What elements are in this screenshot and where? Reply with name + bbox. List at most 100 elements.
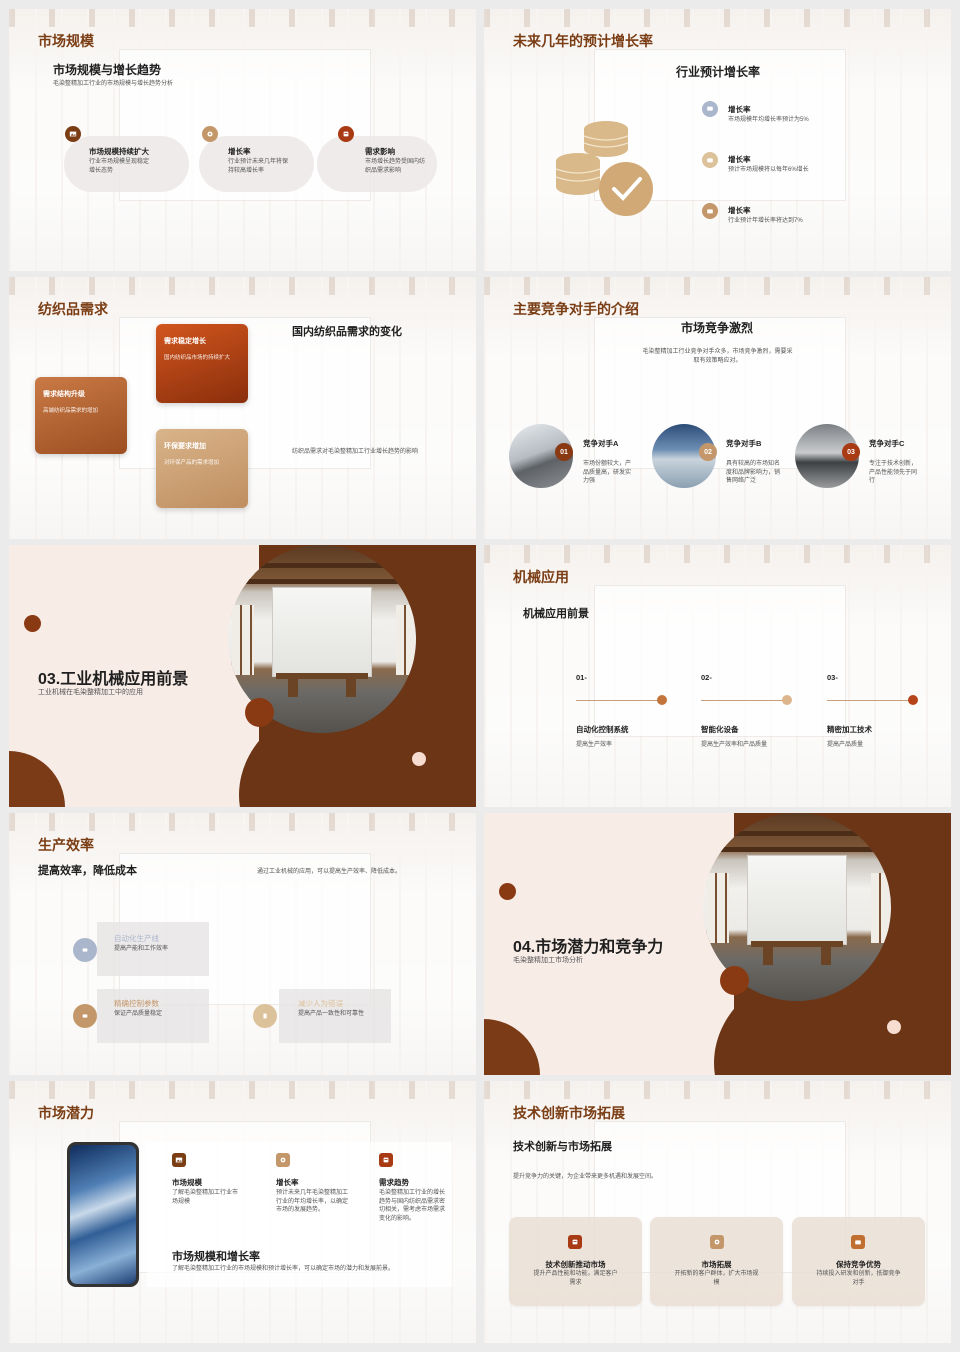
competitor-title: 竞争对手B [726,439,762,448]
deco-dot [245,698,274,727]
step-desc: 提高生产效率 [576,742,613,748]
deco-dot [499,883,516,900]
feature-card [792,1217,925,1306]
slide-section-03: 03.工业机械应用前景 工业机械在毛染整精加工中的应用 [9,545,476,807]
slide-textile-demand: 纺织品需求 国内纺织品需求的变化 纺织品需求对毛染整精加工行业增长趋势的影响 需… [9,277,476,539]
slide-title: 未来几年的预计增长率 [513,33,653,49]
card-title: 环保要求增加 [164,443,206,450]
competitor-title: 竞争对手C [869,439,905,448]
timeline-line [701,700,789,701]
card-desc: 高端纺织品需求的增加 [43,408,99,414]
timeline-dot [908,695,918,705]
item-title: 市场规模 [172,1178,202,1187]
slide-desc: 提升竞争力的关键，为企业带来更多机遇和发展空间。 [513,1174,658,1180]
folder-icon [702,203,718,219]
deco-dot [24,615,41,632]
demand-card: 环保要求增加 对环保产品的需求增加 [156,429,248,508]
slide-title: 市场潜力 [38,1105,94,1121]
slide-title: 生产效率 [38,837,94,853]
slide-heading: 行业预计增长率 [676,65,761,79]
image-icon [65,126,81,142]
deco-quarter [9,751,65,807]
slide-heading: 市场规模和增长率 [172,1251,260,1263]
coins-icon [555,121,653,216]
background-room [484,9,951,271]
step-title: 自动化控制系统 [576,725,629,734]
deco-dot [720,966,749,995]
slide-efficiency: 生产效率 提高效率，降低成本 通过工业机械的应用，可以提高生产效率、降低成本。 … [9,813,476,1075]
item-box [97,922,209,976]
card-desc: 开拓新的客户群体，扩大市场规模 [674,1271,759,1286]
phone-mockup [67,1142,139,1287]
step-number: 03- [827,673,838,682]
item-pill [64,136,189,192]
item-title: 增长率 [728,206,751,215]
card-title: 技术创新推动市场 [545,1260,606,1269]
demand-card: 需求结构升级 高端纺织品需求的增加 [35,377,127,454]
file-icon [253,1004,277,1028]
item-title: 自动化生产线 [114,934,159,943]
competitor-title: 竞争对手A [583,439,619,448]
slide-innovation: 技术创新市场拓展 技术创新与市场拓展 提升竞争力的关键，为企业带来更多机遇和发展… [484,1081,951,1343]
slide-desc: 通过工业机械的应用，可以提高生产效率、降低成本。 [257,869,402,875]
item-pill [199,136,314,192]
feature-card [509,1217,642,1306]
item-title: 精确控制参数 [114,999,159,1008]
card-desc: 对环保产品的需求增加 [164,460,220,466]
item-box [97,989,209,1043]
item-title: 需求趋势 [379,1178,409,1187]
slide-heading: 提高效率，降低成本 [38,865,137,877]
section-subtitle: 工业机械在毛染整精加工中的应用 [38,689,143,696]
deco-dot [412,752,426,766]
timeline-dot [657,695,667,705]
item-desc: 市场规模年均增长率预计为5% [728,117,809,123]
item-pill [317,136,437,192]
section-title: 03.工业机械应用前景 [38,671,189,688]
item-desc: 行业预计未来几年将保持较高增长率 [228,159,289,174]
card-desc: 持续投入研发和创新，抵御竞争对手 [816,1271,901,1286]
card-title: 保持竞争优势 [836,1260,881,1269]
room-photo [228,545,416,733]
section-title: 04.市场潜力和竞争力 [513,939,664,956]
slide-market-potential: 市场潜力 市场规模 了解毛染整精加工行业市场规模 增长率 预计未来几年毛染整精加… [9,1081,476,1343]
deco-dot [887,1020,901,1034]
item-title: 市场规模持续扩大 [89,147,149,156]
item-title: 需求影响 [365,147,395,156]
demand-card: 需求稳定增长 国内纺织品市场的持续扩大 [156,324,248,403]
card-desc: 提升产品性能和功能，满足客户需求 [533,1271,618,1286]
document-icon [338,126,354,142]
slide-heading: 技术创新与市场拓展 [513,1141,612,1153]
gear-icon [202,126,218,142]
number-badge: 01 [555,443,573,461]
item-desc: 市场增长趋势受国内纺织品需求影响 [365,159,426,174]
slide-machinery: 机械应用 机械应用前景 01- 自动化控制系统 提高生产效率 02- 智能化设备… [484,545,951,807]
section-subtitle: 毛染整精加工市场分析 [513,957,583,964]
timeline-line [576,700,664,701]
step-desc: 提高生产效率和产品质量 [701,742,768,748]
item-desc: 提高产品一致性和可靠性 [298,1011,365,1017]
slide-desc: 了解毛染整精加工行业的市场规模和预计增长率，可以确定市场的潜力和发展前景。 [172,1266,395,1272]
slide-title: 机械应用 [513,569,569,585]
chat-icon [702,101,718,117]
folder-icon [73,1004,97,1028]
room-photo [703,813,891,1001]
feature-card [650,1217,783,1306]
folder-icon [702,152,718,168]
card-title: 需求结构升级 [43,391,85,398]
item-title: 增长率 [228,147,251,156]
item-desc: 行业预计年增长率将达到7% [728,218,803,224]
background-room [484,545,951,807]
number-badge: 03 [842,443,860,461]
number-badge: 02 [699,443,717,461]
folder-icon [851,1235,865,1249]
timeline-dot [782,695,792,705]
item-title: 减少人为错误 [298,999,343,1008]
white-panel [147,1142,452,1287]
item-desc: 预计市场规模将以每年6%增长 [728,167,809,173]
deco-quarter [484,1019,540,1075]
step-title: 精密加工技术 [827,725,872,734]
document-icon [379,1153,393,1167]
competitor-desc: 专注于技术创新，产品性能领先于同行 [869,461,918,485]
timeline-line [827,700,915,701]
item-desc: 行业市场规模呈现稳定增长态势 [89,159,150,174]
